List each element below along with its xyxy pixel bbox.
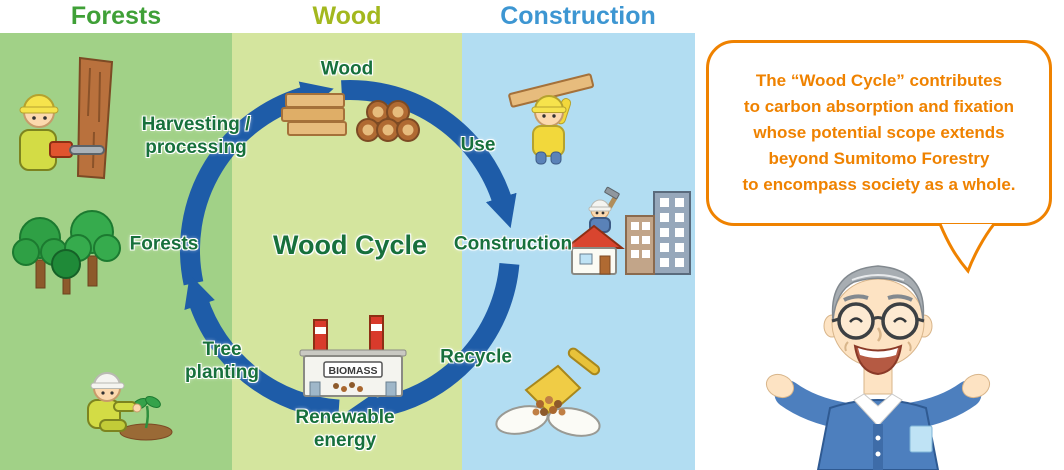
column-header-wood: Wood (312, 2, 382, 30)
arrow-wood-to-construction (341, 79, 517, 229)
speech-bubble-text: The “Wood Cycle” contributes to carbon a… (742, 71, 1016, 194)
cycle-center-title: Wood Cycle (272, 229, 428, 260)
right-eye (893, 317, 907, 323)
speech-bubble-tail (938, 223, 996, 274)
arrow-forests-to-wood (180, 81, 334, 286)
cycle-label-forests: Forests (129, 233, 199, 255)
presenter-character (765, 265, 991, 470)
column-header-forests: Forests (70, 2, 162, 30)
left-hand (765, 373, 795, 399)
nose (876, 327, 882, 342)
wood-chips-illustration (495, 347, 601, 437)
glasses-icon (837, 302, 875, 340)
arrow-construction-to-energy (346, 262, 520, 424)
cycle-label-construction: Construction (453, 233, 573, 255)
cycle-label-harvesting: Harvesting / processing (141, 114, 251, 158)
biomass-sign: BIOMASS (328, 365, 377, 377)
chainsaw-icon (49, 141, 73, 158)
left-eye (849, 317, 863, 323)
forest-trees-illustration (12, 210, 121, 295)
arrow-energy-to-forests (184, 274, 340, 420)
speech-bubble: The “Wood Cycle” contributes to carbon a… (706, 40, 1052, 226)
shirt-pocket (909, 425, 933, 453)
column-header-construction: Construction (500, 2, 656, 30)
cycle-label-recycle: Recycle (440, 346, 512, 368)
cycle-label-wood: Wood (320, 58, 374, 80)
tree-planting-illustration (87, 372, 173, 441)
biomass-plant-illustration: BIOMASS (299, 315, 407, 397)
right-eyebrow (887, 294, 913, 302)
construction-site-illustration (563, 186, 691, 275)
right-hand (961, 373, 991, 399)
cycle-label-renewable-energy: Renewable energy (295, 407, 395, 451)
cycle-label-use: Use (460, 134, 496, 156)
left-eyebrow (843, 294, 869, 302)
cycle-arrows (180, 79, 520, 424)
logging-illustration (19, 56, 114, 180)
cycle-label-tree-planting: Tree planting (185, 339, 259, 383)
lumber-stack-illustration (281, 93, 420, 142)
carrying-lumber-illustration (508, 73, 595, 165)
